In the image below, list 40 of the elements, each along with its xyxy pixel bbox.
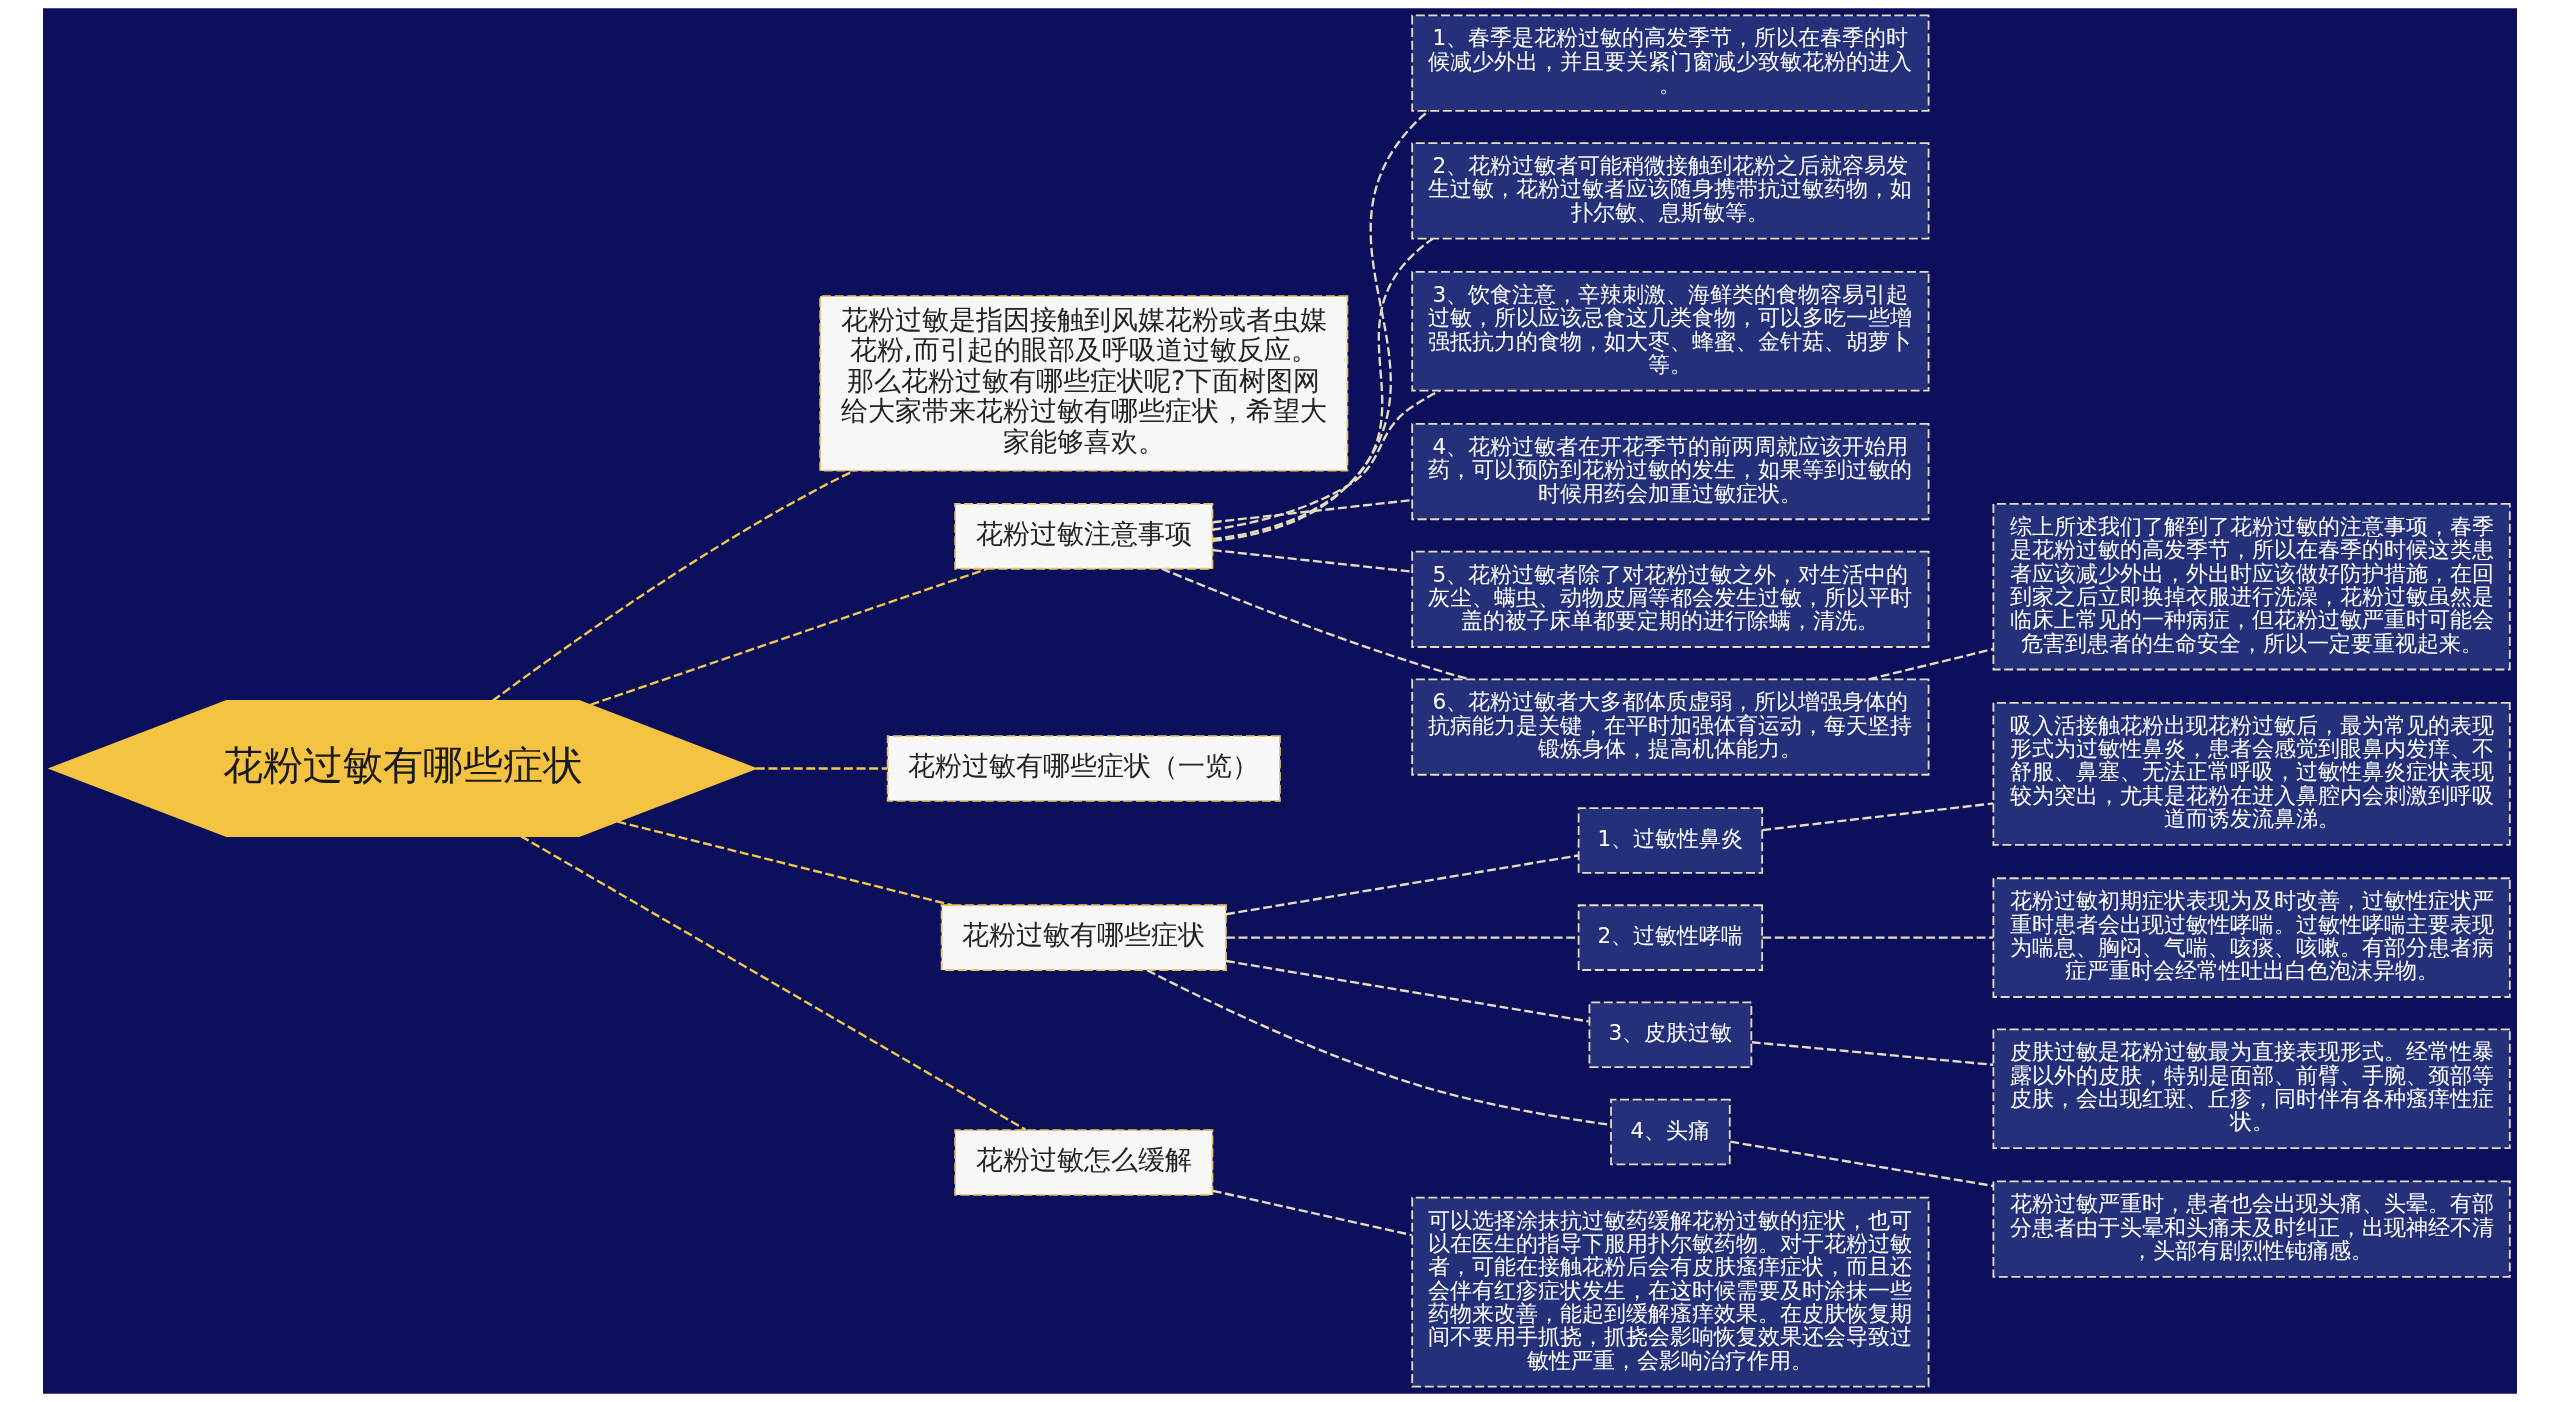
connector — [1212, 389, 1441, 531]
node-box: 2、过敏性哮喘 — [1577, 904, 1764, 971]
connector — [1762, 936, 1994, 939]
connector — [1212, 548, 1412, 573]
connector — [755, 767, 888, 770]
connector — [617, 820, 953, 907]
node-box: 4、花粉过敏者在开花季节的前两周就应该开始用药，可以预防到花粉过敏的发生，如果等到过敏的时候用药会加重过敏症状。 — [1411, 423, 1930, 521]
node-box: 3、饮食注意，辛辣刺激、海鲜类的食物容易引起过敏，所以应该忌食这几类食物，可以多吃一些增强抵抗力的食物，如大枣、蜂蜜、金针菇、胡萝卜等。 — [1411, 270, 1930, 392]
node-box: 花粉过敏初期症状表现为及时改善，过敏性症状严重时患者会出现过敏性哮喘。过敏性哮喘主要表现为喘息、胸闷、气喘、咳痰、咳嗽。有部分患者病症严重时会经常性吐出白色泡沫异物。 — [1992, 877, 2511, 998]
node-box: 吸入活接触花粉出现花粉过敏后，最为常见的表现形式为过敏性鼻炎，患者会感觉到眼鼻内发痒、不舒服、鼻塞、无法正常呼吸，过敏性鼻炎症状表现较为突出，尤其是花粉在进入鼻腔内会刺激到呼吸道而诱发流鼻涕。 — [1992, 701, 2511, 846]
node-box: 2、花粉过敏者可能稍微接触到花粉之后就容易发生过敏，花粉过敏者应该随身携带抗过敏药物，如扑尔敏、息斯敏等。 — [1411, 142, 1930, 240]
node-box: 花粉过敏严重时，患者也会出现头痛、头晕。有部分患者由于头晕和头痛未及时纠正，出现神经不清，头部有剧烈性钝痛感。 — [1992, 1180, 2511, 1278]
node-box: 3、皮肤过敏 — [1588, 1001, 1753, 1069]
connector — [1212, 237, 1434, 541]
connector — [1212, 498, 1412, 524]
connector — [1212, 109, 1430, 542]
node-box: 4、头痛 — [1610, 1098, 1731, 1166]
node-box: 花粉过敏是指因接触到风媒花粉或者虫媒花粉,而引起的眼部及呼吸道过敏反应。那么花粉过敏有哪些症状呢?下面树图网给大家带来花粉过敏有哪些症状，希望大家能够喜欢。 — [819, 295, 1349, 472]
node-box: 1、春季是花粉过敏的高发季节，所以在春季的时候减少外出，并且要关紧门窗减少致敏花粉的进入。 — [1411, 14, 1930, 112]
node-box: 6、花粉过敏者大多都体质虚弱，所以增强身体的抗病能力是关键，在平时加强体育运动，每天坚持锻炼身体，提高机体能力。 — [1411, 678, 1930, 776]
connector — [590, 567, 988, 706]
node-box: 花粉过敏注意事项 — [954, 503, 1214, 570]
connector — [492, 469, 855, 702]
node-box: 1、过敏性鼻炎 — [1577, 807, 1764, 874]
node-box: 5、花粉过敏者除了对花粉过敏之外，对生活中的灰尘、螨虫、动物皮屑等都会发生过敏，所以平时盖的被子床单都要定期的进行除螨，清洗。 — [1411, 550, 1930, 648]
node-box: 可以选择涂抹抗过敏药缓解花粉过敏的症状，也可以在医生的指导下服用扑尔敏药物。对于花粉过敏者，可能在接触花粉后会有皮肤瘙痒症状，而且还会伴有红疹症状发生，在这时候需要及时涂抹一些药物来改善，能起到缓解瘙痒效果。在皮肤恢复期间不要用手抓挠，抓挠会影响恢复效果还会导致过敏性严重，会影响治疗作用。 — [1411, 1196, 1930, 1388]
connector — [520, 835, 1027, 1131]
node-box: 花粉过敏有哪些症状 — [940, 904, 1227, 971]
connector — [1161, 567, 1470, 681]
node-box: 综上所述我们了解到了花粉过敏的注意事项，春季是花粉过敏的高发季节，所以在春季的时候这类患者应该减少外出，外出时应该做好防护措施，在回到家之后立即换掉衣服进行洗澡，花粉过敏虽然是临床上常见的一种病症，但花粉过敏严重时可能会危害到患者的生命安全，所以一定要重视起来。 — [1992, 503, 2511, 671]
connector — [1146, 969, 1611, 1127]
connector — [1751, 1041, 1994, 1066]
connector — [1225, 854, 1579, 916]
node-box: 皮肤过敏是花粉过敏最为直接表现形式。经常性暴露以外的皮肤，特别是面部、前臂、手腕、颈部等皮肤，会出现红斑、丘疹，同时伴有各种瘙痒性症状。 — [1992, 1028, 2511, 1150]
connector — [1730, 1140, 1994, 1188]
node-box: 花粉过敏怎么缓解 — [954, 1129, 1214, 1196]
connector — [1762, 802, 1994, 832]
connector — [1225, 959, 1589, 1023]
node-box: 花粉过敏有哪些症状（一览） — [886, 735, 1281, 802]
connector — [1212, 1189, 1413, 1237]
